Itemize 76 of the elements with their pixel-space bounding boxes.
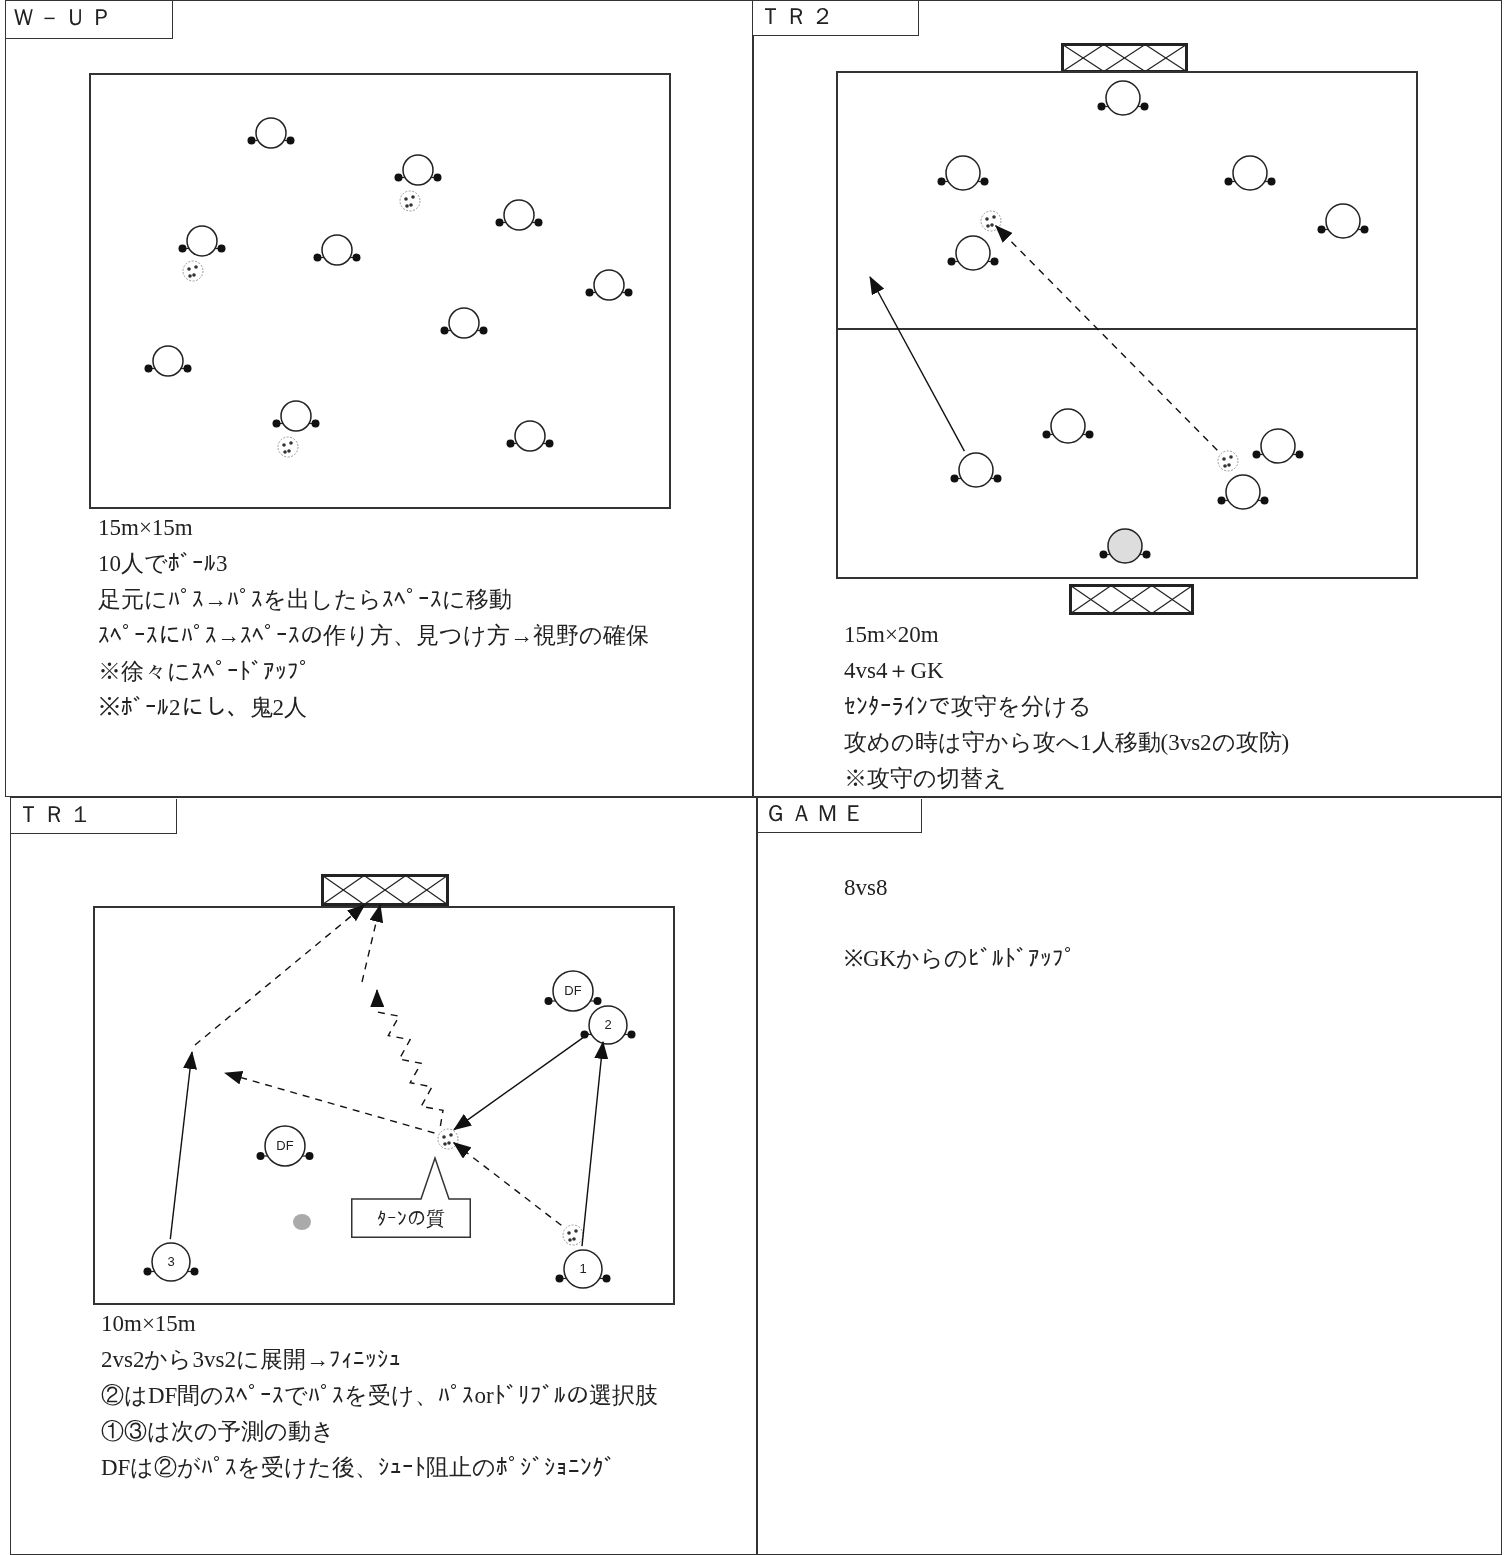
player-marker	[937, 154, 989, 194]
callout-text: ﾀｰﾝの質	[376, 1206, 446, 1231]
player-marker	[1097, 79, 1149, 119]
note-text: ※攻守の切替え	[844, 765, 1007, 793]
note-text: ②はDF間のｽﾍﾟｰｽでﾊﾟｽを受け、ﾊﾟｽorﾄﾞﾘﾌﾞﾙの選択肢	[101, 1382, 658, 1410]
note-text: 攻めの時は守から攻へ1人移動(3vs2の攻防)	[844, 729, 1290, 757]
note-text: 2vs2から3vs2に展開→ﾌｨﾆｯｼｭ	[101, 1346, 401, 1374]
note-text: 足元にﾊﾟｽ→ﾊﾟｽを出したらｽﾍﾟｰｽに移動	[98, 586, 512, 614]
soccer-ball	[437, 1128, 459, 1150]
player-label: DF	[563, 982, 583, 1000]
dashed-arrow	[995, 225, 1218, 451]
arrow	[581, 1040, 609, 1247]
panel-frame	[757, 797, 1502, 1555]
goal	[1061, 43, 1188, 73]
player-marker	[1217, 473, 1269, 513]
player-marker	[947, 234, 999, 274]
note-text: ｾﾝﾀｰﾗｲﾝで攻守を分ける	[844, 693, 1092, 721]
note-text: ①③は次の予測の動き	[101, 1418, 335, 1446]
soccer-ball	[399, 190, 421, 212]
player-label: DF	[275, 1137, 295, 1155]
player-marker	[313, 233, 361, 269]
note-text: ※ﾎﾞｰﾙ2にし、鬼2人	[98, 694, 307, 722]
note-text: 4vs4＋GK	[844, 657, 944, 685]
player-marker	[1252, 427, 1304, 467]
player-marker	[950, 451, 1002, 491]
player-label: 1	[578, 1260, 588, 1278]
note-text: DFは②がﾊﾟｽを受けた後、ｼｭｰﾄ阻止のﾎﾟｼﾞｼｮﾆﾝｸﾞ	[101, 1454, 617, 1482]
arrow	[453, 1032, 590, 1131]
panel-frame	[5, 0, 754, 797]
speech-bubble	[351, 1156, 471, 1238]
section-tab: ＴＲ２	[753, 1, 919, 36]
player-marker	[394, 153, 442, 189]
goal	[321, 874, 449, 906]
note-text: ※GKからのﾋﾞﾙﾄﾞｱｯﾌﾟ	[844, 945, 1077, 973]
soccer-ball	[562, 1224, 584, 1246]
player-marker	[440, 306, 488, 342]
arrow	[169, 1051, 197, 1240]
section-tab: ＧＡＭＥ	[758, 799, 922, 833]
dashed-arrow	[194, 904, 366, 1046]
dashed-arrow	[224, 1070, 436, 1134]
dashed-arrow	[452, 1142, 562, 1226]
player-marker	[247, 116, 295, 152]
zigzag-arrow	[370, 989, 444, 1127]
player-label: 2	[603, 1016, 613, 1034]
dashed-arrow	[361, 904, 384, 983]
player-marker	[495, 198, 543, 234]
note-text: 8vs8	[844, 874, 888, 902]
note-text: ｽﾍﾟｰｽにﾊﾟｽ→ｽﾍﾟｰｽの作り方、見つけ方→視野の確保	[98, 622, 649, 650]
panel-frame	[10, 797, 757, 1555]
section-tab: Ｗ－ＵＰ	[6, 1, 173, 39]
player-marker	[178, 224, 226, 260]
field-outline	[89, 73, 671, 509]
player-label: 3	[166, 1253, 176, 1271]
note-text: 10人でﾎﾞｰﾙ3	[98, 550, 228, 578]
goal	[1069, 584, 1194, 615]
note-text: 15m×20m	[844, 621, 939, 649]
soccer-ball	[980, 210, 1002, 232]
player-marker	[585, 268, 633, 304]
player-marker	[1042, 407, 1094, 447]
player-marker	[1224, 154, 1276, 194]
note-text: 15m×15m	[98, 514, 193, 542]
note-text: ※徐々にｽﾍﾟｰﾄﾞｱｯﾌﾟ	[98, 658, 311, 686]
soccer-ball	[182, 260, 204, 282]
field-outline	[93, 906, 675, 1305]
player-marker	[1099, 527, 1151, 567]
note-text: 10m×15m	[101, 1310, 196, 1338]
field-outline	[836, 71, 1418, 579]
player-marker	[144, 344, 192, 380]
section-tab: ＴＲ１	[11, 799, 177, 834]
panel-frame	[752, 0, 1502, 797]
player-marker	[272, 399, 320, 435]
soccer-ball	[1217, 450, 1239, 472]
soccer-ball	[277, 436, 299, 458]
player-marker	[1317, 202, 1369, 242]
arrow	[869, 276, 966, 452]
player-marker	[506, 419, 554, 455]
